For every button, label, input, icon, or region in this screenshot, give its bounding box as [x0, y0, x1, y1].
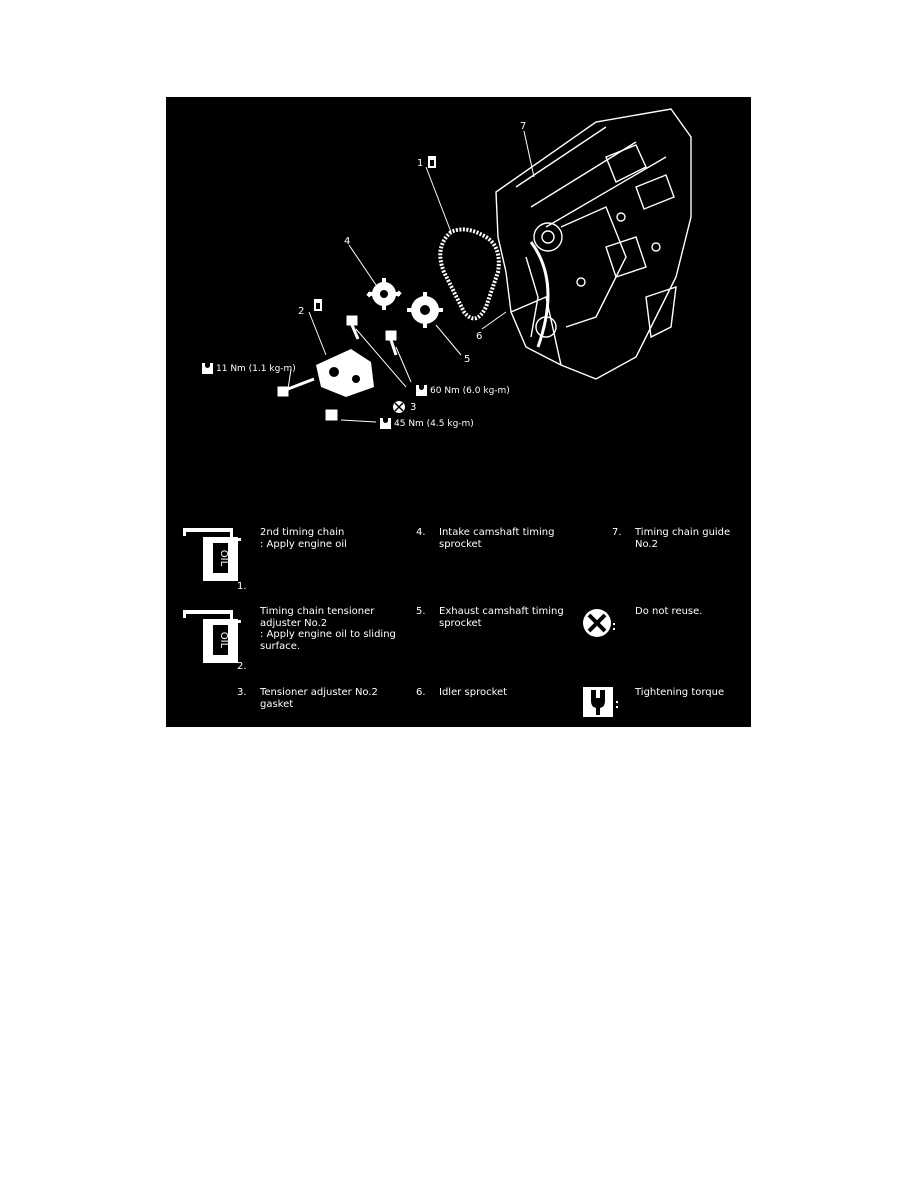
- legend-text-3: Tensioner adjuster No.2 gasket: [260, 687, 378, 710]
- cylinder-head: [495, 108, 692, 380]
- torque-wrench-icon: [416, 385, 427, 396]
- gasket-no-reuse-icon: [393, 401, 405, 413]
- callout-2: 2: [298, 306, 305, 317]
- svg-text:OIL: OIL: [218, 632, 229, 649]
- torque-wrench-icon: [202, 363, 213, 374]
- legend-num-4: 4.: [416, 527, 426, 538]
- legend-text-6: Idler sprocket: [439, 687, 508, 698]
- svg-text:OIL: OIL: [218, 550, 229, 567]
- do-not-reuse-icon: [583, 609, 615, 637]
- torque-label-60: 60 Nm (6.0 kg-m): [416, 385, 510, 396]
- exploded-view-diagram: [277, 108, 692, 423]
- legend-num-1: 1.: [237, 581, 247, 592]
- legend-text-no-reuse: Do not reuse.: [635, 606, 703, 617]
- torque-label-11: 11 Nm (1.1 kg-m): [202, 363, 296, 374]
- callout-4: 4: [344, 236, 351, 247]
- oil-can-icon: OIL: [183, 610, 241, 663]
- callout-3: 3: [410, 402, 417, 413]
- legend-text-1: 2nd timing chain : Apply engine oil: [260, 527, 347, 550]
- legend-num-6: 6.: [416, 687, 426, 698]
- legend-text-torque: Tightening torque: [635, 687, 725, 698]
- diagram-panel: 1 2 3 4 5 6 7 11 Nm (1.1 kg-m) 60 Nm (6.…: [166, 97, 751, 727]
- legend-text-2: Timing chain tensioner adjuster No.2 : A…: [260, 606, 396, 652]
- torque-wrench-icon: [380, 418, 391, 429]
- torque-label-45: 45 Nm (4.5 kg-m): [380, 418, 474, 429]
- intake-sprocket: [366, 278, 402, 310]
- tensioner-adjuster: [316, 349, 374, 397]
- callout-1: 1: [417, 158, 424, 169]
- legend-num-7: 7.: [612, 527, 622, 538]
- timing-chain: [438, 227, 501, 321]
- callout-5: 5: [464, 354, 471, 365]
- oil-can-icon: OIL: [183, 528, 241, 581]
- callout-6: 6: [476, 331, 483, 342]
- tightening-torque-icon: [583, 687, 618, 717]
- legend-text-7: Timing chain guide No.2: [635, 527, 731, 550]
- legend-num-2: 2.: [237, 661, 247, 672]
- legend-num-3: 3.: [237, 687, 247, 698]
- callout-7: 7: [520, 121, 527, 132]
- legend-text-4: Intake camshaft timing sprocket: [439, 527, 555, 550]
- exhaust-sprocket: [407, 292, 443, 328]
- legend-text-5: Exhaust camshaft timing sprocket: [439, 606, 564, 629]
- legend-num-5: 5.: [416, 606, 426, 617]
- bolts: [277, 315, 398, 421]
